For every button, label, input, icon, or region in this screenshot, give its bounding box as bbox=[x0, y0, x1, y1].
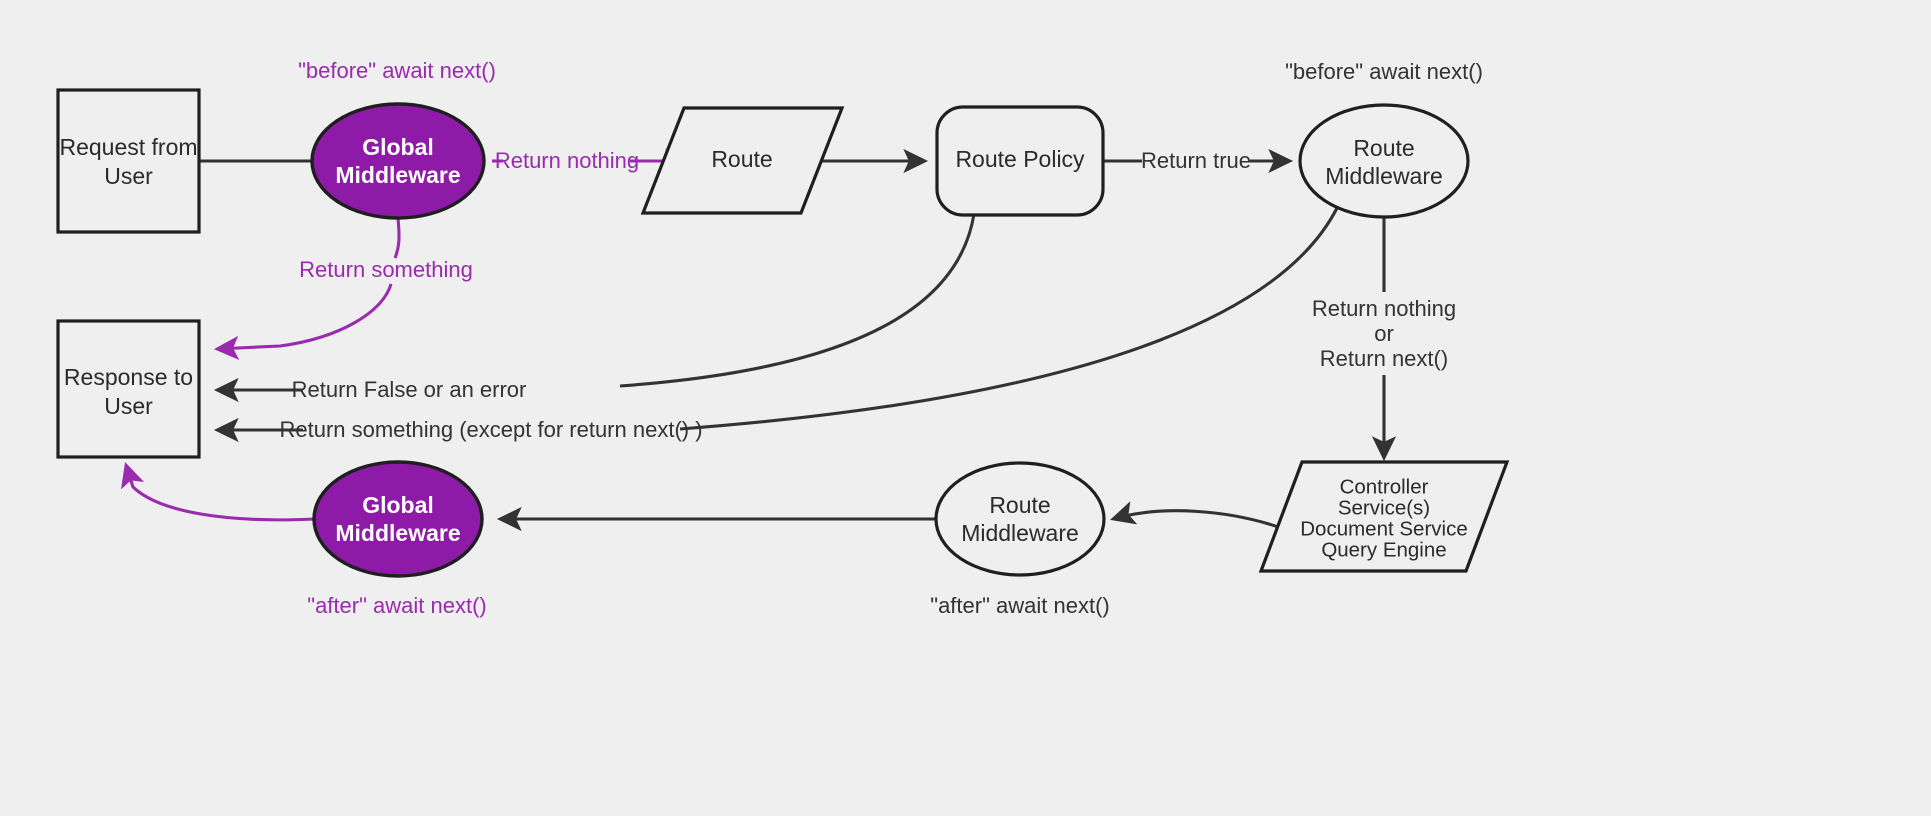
global-middleware-after-label-line1: Global bbox=[362, 492, 434, 518]
node-route-middleware-before[interactable]: Route Middleware bbox=[1298, 103, 1470, 219]
node-request-from-user[interactable]: Request from User bbox=[56, 88, 201, 234]
route-middleware-before-label-line1: Route bbox=[1353, 135, 1414, 161]
edge-label-return-nothing-or-next-line1: Return nothing bbox=[1312, 296, 1456, 321]
node-route-policy[interactable]: Route Policy bbox=[935, 105, 1105, 217]
edge-global-middleware-return-something-stub bbox=[393, 217, 401, 259]
controller-services-label-line4: Query Engine bbox=[1321, 538, 1446, 561]
controller-services-label-line3: Document Service bbox=[1300, 517, 1467, 540]
edge-label-return-nothing-or-next-line2: or bbox=[1374, 321, 1394, 346]
edge-controller-to-route-middleware-after bbox=[1110, 501, 1288, 532]
route-middleware-before-label-line2: Middleware bbox=[1325, 163, 1443, 189]
edge-route-policy-to-response-curve bbox=[619, 213, 976, 388]
edge-label-return-nothing-or-next-line3: Return next() bbox=[1320, 346, 1448, 371]
global-middleware-before-shape bbox=[310, 102, 486, 220]
global-middleware-before-label-line2: Middleware bbox=[335, 162, 460, 188]
edge-route-middleware-to-response-curve bbox=[679, 207, 1339, 431]
request-from-user-label-line1: Request from bbox=[59, 134, 197, 160]
node-controller-services[interactable]: Controller Service(s) Document Service Q… bbox=[1258, 460, 1510, 573]
controller-services-label-line1: Controller bbox=[1340, 475, 1429, 498]
route-shape bbox=[640, 106, 845, 215]
response-to-user-shape bbox=[56, 319, 201, 459]
route-policy-label: Route Policy bbox=[955, 146, 1085, 172]
node-response-to-user[interactable]: Response to User bbox=[56, 319, 201, 459]
annotation-before-global-middleware: "before" await next() bbox=[298, 58, 496, 83]
edge-label-return-something-except-next: Return something (except for return next… bbox=[279, 417, 702, 442]
annotation-before-route-middleware: "before" await next() bbox=[1285, 59, 1483, 84]
route-policy-shape bbox=[935, 105, 1105, 217]
controller-services-label-line2: Service(s) bbox=[1338, 496, 1430, 519]
route-middleware-before-shape bbox=[1298, 103, 1470, 219]
global-middleware-after-label-line2: Middleware bbox=[335, 520, 460, 546]
node-global-middleware-before[interactable]: Global Middleware bbox=[310, 102, 486, 220]
global-middleware-after-shape bbox=[312, 460, 484, 578]
node-global-middleware-after[interactable]: Global Middleware bbox=[312, 460, 484, 578]
route-label: Route bbox=[711, 146, 772, 172]
request-from-user-label-line2: User bbox=[104, 163, 153, 189]
route-middleware-after-label-line1: Route bbox=[989, 492, 1050, 518]
edge-global-middleware-after-to-response bbox=[121, 462, 316, 522]
edge-label-return-true: Return true bbox=[1141, 148, 1251, 173]
edge-label-return-something: Return something bbox=[299, 257, 473, 282]
annotation-after-route-middleware: "after" await next() bbox=[930, 593, 1109, 618]
response-to-user-label-line2: User bbox=[104, 393, 153, 419]
route-middleware-after-shape bbox=[934, 461, 1106, 577]
annotation-after-global-middleware: "after" await next() bbox=[307, 593, 486, 618]
node-route[interactable]: Route bbox=[640, 106, 845, 215]
route-middleware-after-label-line2: Middleware bbox=[961, 520, 1079, 546]
request-from-user-shape bbox=[56, 88, 201, 234]
global-middleware-before-label-line1: Global bbox=[362, 134, 434, 160]
node-route-middleware-after[interactable]: Route Middleware bbox=[934, 461, 1106, 577]
edge-label-return-false-or-error: Return False or an error bbox=[292, 377, 527, 402]
edge-label-return-nothing: Return nothing bbox=[495, 148, 639, 173]
edge-global-middleware-to-response bbox=[213, 283, 393, 361]
controller-services-shape bbox=[1258, 460, 1510, 573]
response-to-user-label-line1: Response to bbox=[64, 364, 193, 390]
